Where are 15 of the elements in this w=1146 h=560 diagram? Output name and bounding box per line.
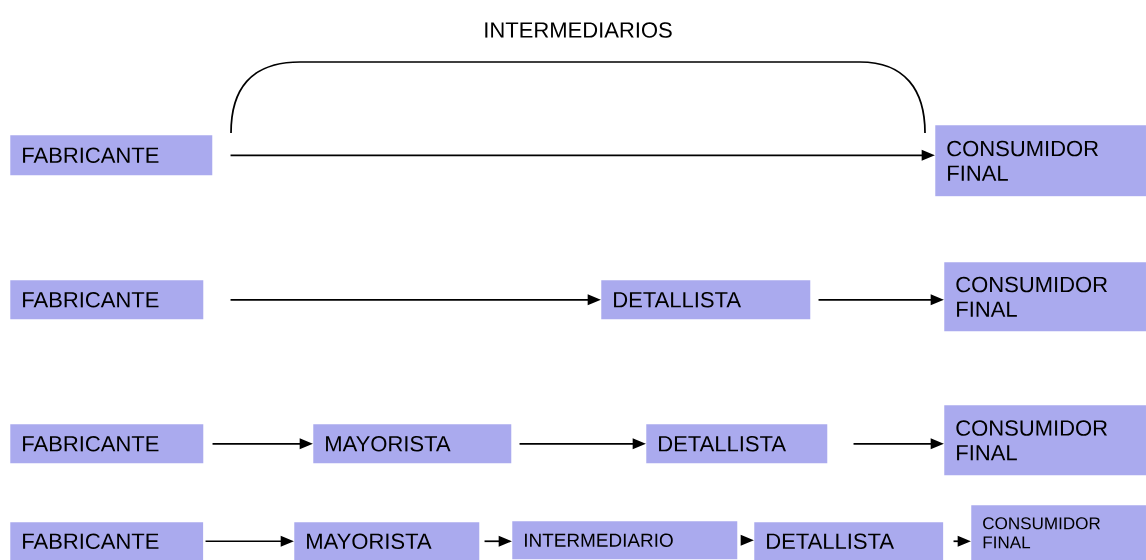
process-box: CONSUMIDOR FINAL <box>971 505 1146 560</box>
process-box: FABRICANTE <box>10 135 213 176</box>
heading-label: INTERMEDIARIOS <box>485 22 672 38</box>
process-box: CONSUMIDOR FINAL <box>935 125 1146 197</box>
process-box: FABRICANTE <box>10 522 204 560</box>
process-box: MAYORISTA <box>294 522 480 560</box>
process-box: DETALLISTA <box>754 522 944 560</box>
process-box: MAYORISTA <box>313 424 512 464</box>
process-box: FABRICANTE <box>10 280 204 320</box>
process-box: DETALLISTA <box>601 280 811 320</box>
process-box: CONSUMIDOR FINAL <box>944 405 1146 476</box>
process-box: CONSUMIDOR FINAL <box>944 262 1146 332</box>
process-box: INTERMEDIARIO <box>512 521 738 560</box>
process-box: DETALLISTA <box>646 424 828 464</box>
process-box: FABRICANTE <box>10 424 204 464</box>
